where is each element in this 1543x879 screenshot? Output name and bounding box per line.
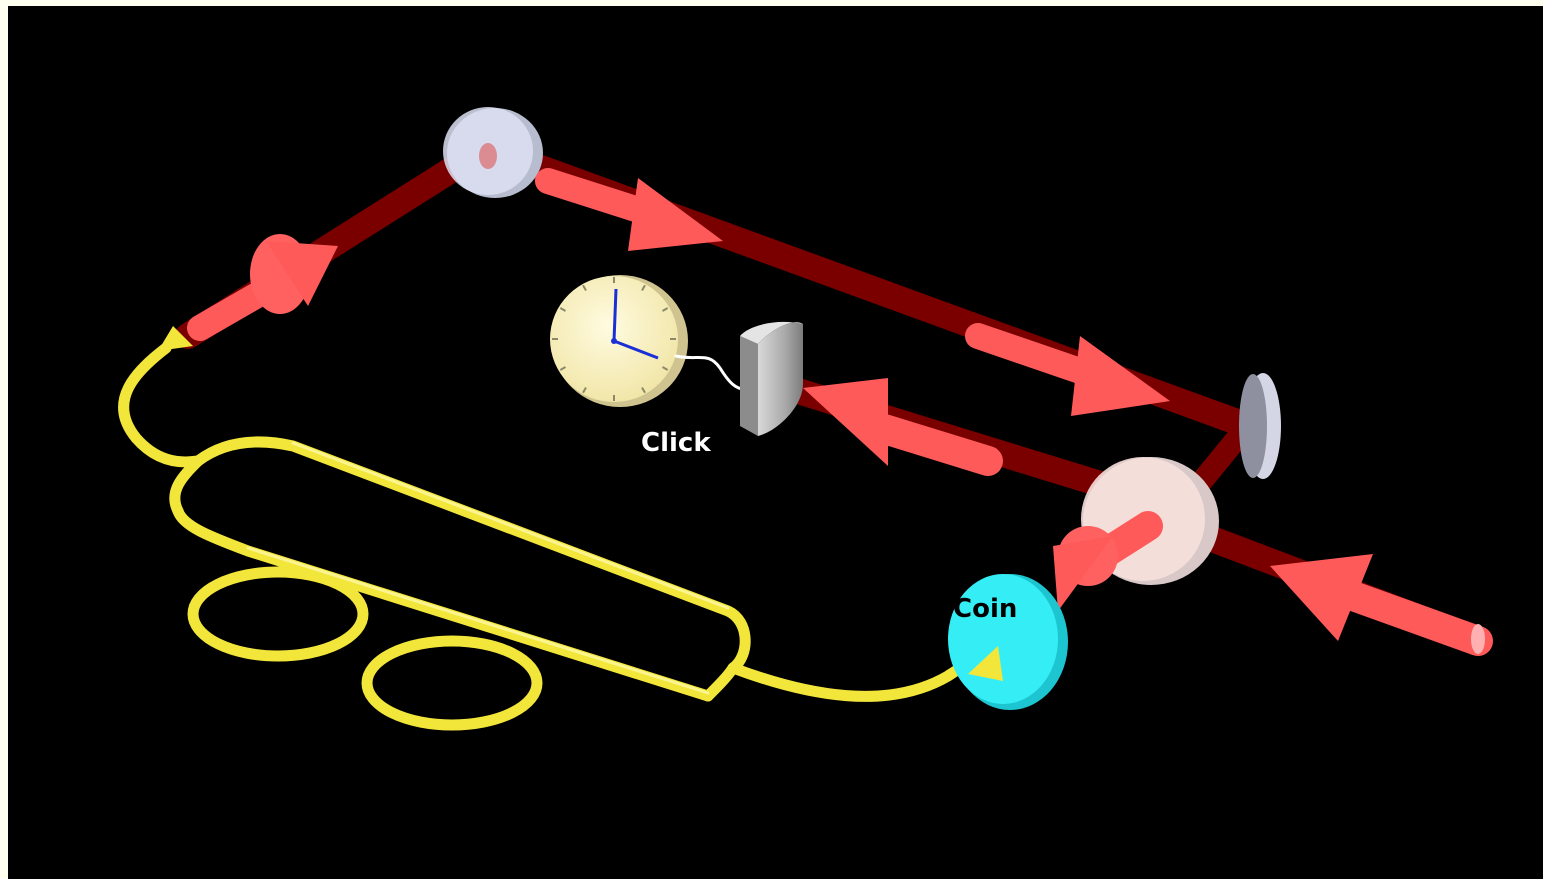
arrow-upper-1-shaft [535,168,661,226]
clock-tick [641,386,646,394]
fiber-coupler-junction [169,455,204,517]
fiber-input-lead [118,342,204,468]
fiber-input-coupler-icon [158,326,193,351]
arrow-entry-head [1270,554,1373,641]
clock-hour-hand [612,288,618,342]
fiber-upper-arm [192,436,751,674]
arrow-left-up [187,234,338,341]
fiber-loop-2 [361,635,543,731]
fiber-output-coupler-icon [968,646,1003,681]
click-label: Click [641,428,711,458]
beamsplitter-top-beam-spot [479,143,497,169]
optical-setup-diagram [118,107,1493,731]
fiber-output-lead [702,655,986,702]
fiber-loop-1 [187,566,369,662]
arrow-to-coin-head [1053,536,1113,611]
beam-segment-vertical [1187,420,1254,497]
fiber-highlights [246,441,730,695]
clock-tick [582,284,587,292]
clock-tick [559,366,567,371]
arrow-entry [1270,554,1493,656]
mirror-right-face [1239,374,1267,478]
fiber-lower-arm [172,505,714,702]
click-detector-side [740,336,758,436]
clock-tick [661,307,669,312]
arrow-return-head [803,378,888,466]
clock-ticks [552,277,676,401]
arrow-upper-1 [535,168,723,251]
clock-center [611,338,617,344]
click-detector-front [758,322,803,436]
clock-tick [582,386,587,394]
diagram-canvas: Click Coin [8,6,1543,879]
arrow-return [803,378,1003,476]
click-detector [740,321,803,436]
clock-tick [661,366,669,371]
arrow-upper-2-shaft [965,323,1096,385]
clock [550,275,688,407]
clock-tick [641,284,646,292]
arrow-upper-1-head [628,178,723,251]
clock-tick [559,307,567,312]
beamsplitter-top [443,107,543,198]
arrow-left-up-head [266,241,338,306]
mirror-right [1239,373,1281,479]
fiber-highlight-lower [246,546,710,695]
arrow-to-coin [1053,511,1163,611]
coin-label: Coin [953,594,1018,624]
arrow-entry-shaft [1338,581,1493,656]
arrow-upper-2-head [1071,336,1170,416]
coin-detector [948,574,1068,710]
clock-cable [674,354,750,391]
fiber-highlight-upper [291,441,730,610]
arrow-entry-tail [1471,624,1485,654]
click-detector-top [740,321,803,344]
clock-minute-hand [613,339,659,360]
arrow-upper-2 [965,323,1170,416]
